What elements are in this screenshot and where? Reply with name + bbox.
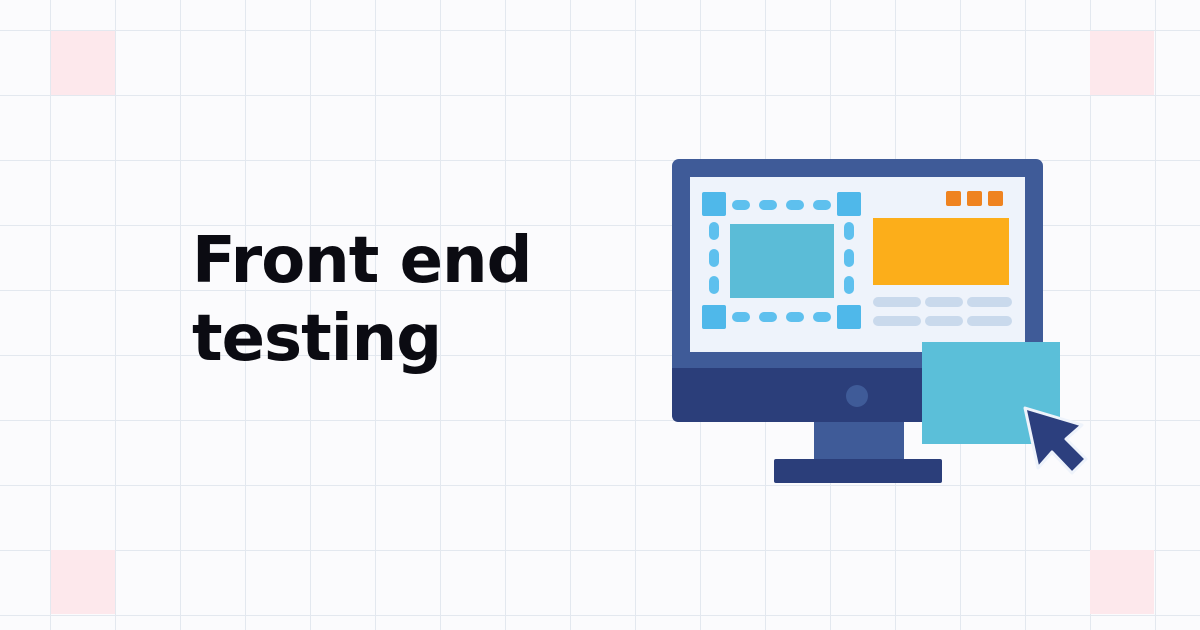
selection-handles xyxy=(702,192,861,329)
image-placeholder-block xyxy=(730,224,834,298)
corner-square-top-left xyxy=(51,31,115,95)
monitor-stand-neck xyxy=(814,420,904,462)
headline-line-2: testing xyxy=(192,302,442,376)
corner-square-bottom-right xyxy=(1090,550,1154,614)
window-buttons xyxy=(946,191,1003,206)
headline: Front end testing xyxy=(192,222,532,378)
monitor-stand-base xyxy=(774,459,942,483)
corner-square-bottom-left xyxy=(51,550,115,614)
text-lines xyxy=(873,297,1012,326)
selection-dashes xyxy=(709,200,854,322)
content-banner-block xyxy=(873,218,1009,285)
monitor-icon xyxy=(672,159,1088,483)
headline-line-1: Front end xyxy=(192,224,532,298)
corner-square-top-right xyxy=(1090,31,1154,95)
power-button-icon xyxy=(846,385,868,407)
cursor-icon xyxy=(1023,406,1088,475)
